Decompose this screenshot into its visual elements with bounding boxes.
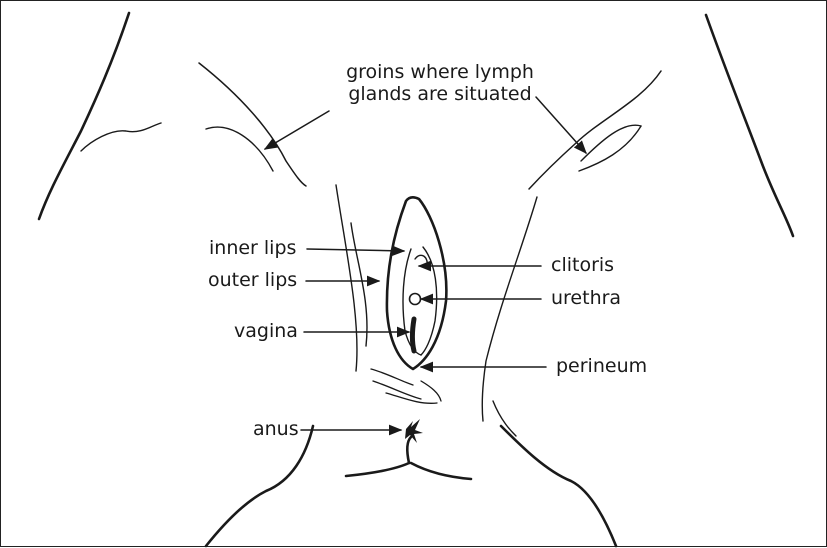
left-inner-fold bbox=[206, 127, 273, 171]
inner-lips-right bbox=[421, 247, 437, 355]
left-inner-thigh bbox=[336, 185, 357, 371]
groin-right-pointer bbox=[536, 97, 586, 153]
right-buttock-outline bbox=[501, 426, 616, 546]
label-anus: anus bbox=[253, 418, 299, 440]
left-groin-crease bbox=[199, 63, 306, 186]
right-buttock-crease bbox=[411, 463, 471, 479]
left-inner-thigh-2 bbox=[351, 223, 367, 346]
right-inner-thigh bbox=[482, 197, 537, 421]
inner-lips-pointer bbox=[307, 249, 404, 251]
label-groins-line1: groins where lymph bbox=[315, 61, 565, 83]
label-urethra: urethra bbox=[551, 287, 621, 309]
left-hip-outline bbox=[39, 13, 129, 219]
label-inner-lips: inner lips bbox=[209, 237, 296, 259]
label-groins-line2: glands are situated bbox=[315, 83, 565, 105]
anus-mark bbox=[405, 419, 423, 443]
outer-lips-outline bbox=[387, 197, 446, 369]
label-groins: groins where lymph glands are situated bbox=[315, 61, 565, 105]
left-thigh-fold bbox=[81, 123, 161, 151]
right-hip-outline bbox=[706, 15, 793, 236]
left-buttock-crease bbox=[346, 463, 409, 476]
gluteal-cleft bbox=[407, 437, 411, 463]
urethra-opening bbox=[410, 294, 421, 305]
perineum-fold-3 bbox=[386, 393, 437, 403]
clitoral-hood bbox=[415, 255, 427, 267]
label-outer-lips: outer lips bbox=[208, 269, 297, 291]
label-perineum: perineum bbox=[556, 355, 647, 377]
label-vagina: vagina bbox=[234, 320, 298, 342]
label-clitoris: clitoris bbox=[551, 254, 614, 276]
groin-left-pointer bbox=[265, 111, 329, 149]
perineum-fold-4 bbox=[421, 381, 441, 401]
left-buttock-outline bbox=[206, 426, 313, 546]
vaginal-opening bbox=[413, 319, 415, 351]
